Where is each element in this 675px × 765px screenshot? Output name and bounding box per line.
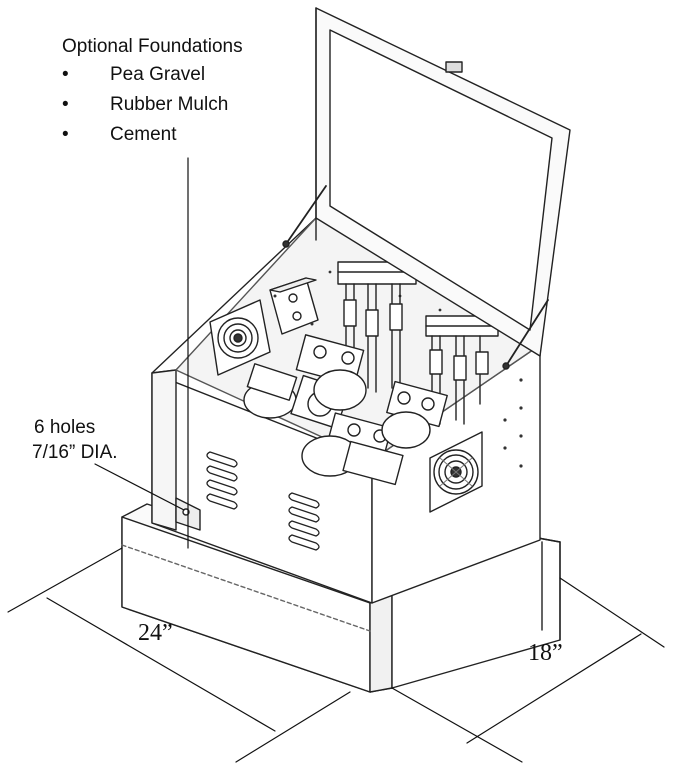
foundation-item-pea-gravel: • Pea Gravel: [62, 64, 205, 86]
lid-strut-left: [285, 185, 327, 245]
dim-18-dimension-line: [466, 633, 642, 744]
front-vent-louvers-right: [288, 492, 320, 551]
side-fan: [429, 431, 483, 513]
front-vent-louvers-left: [206, 451, 238, 510]
compressor-front-right: [381, 380, 448, 449]
holes-count-label: 6 holes: [34, 417, 96, 438]
foundation-pad: [121, 503, 561, 693]
compressor-front-left: [301, 412, 404, 486]
open-lid: [282, 7, 571, 370]
foundation-item-rubber-mulch: • Rubber Mulch: [62, 94, 228, 116]
foundation-item-label: Pea Gravel: [110, 64, 206, 85]
width-dimension-label: 24”: [138, 620, 173, 646]
lid-strut-right: [505, 299, 549, 367]
bullet: •: [62, 94, 69, 115]
dim-24-dimension-line: [46, 597, 276, 732]
dimension-lines: [7, 547, 665, 763]
holes-diameter-label: 7/16” DIA.: [32, 442, 118, 463]
electrical-outlet-box: [269, 277, 319, 335]
depth-dimension-label: 18”: [528, 640, 563, 666]
dim-24-right-extension: [235, 691, 351, 763]
compressor-back-right: [295, 334, 367, 411]
foundations-title: Optional Foundations: [62, 36, 243, 57]
foundation-item-cement: • Cement: [62, 124, 177, 146]
holes-leader-line: [94, 463, 185, 511]
lid-latch: [445, 61, 463, 73]
inner-fan: [209, 299, 271, 376]
bullet: •: [62, 124, 69, 145]
dim-18-left-extension: [391, 687, 523, 763]
flow-manifold-right: [425, 315, 499, 425]
dim-24-left-extension: [7, 547, 123, 613]
bullet: •: [62, 64, 69, 85]
foundation-item-label: Rubber Mulch: [110, 94, 229, 115]
dim-18-right-extension: [559, 577, 665, 648]
foundation-item-label: Cement: [110, 124, 177, 145]
